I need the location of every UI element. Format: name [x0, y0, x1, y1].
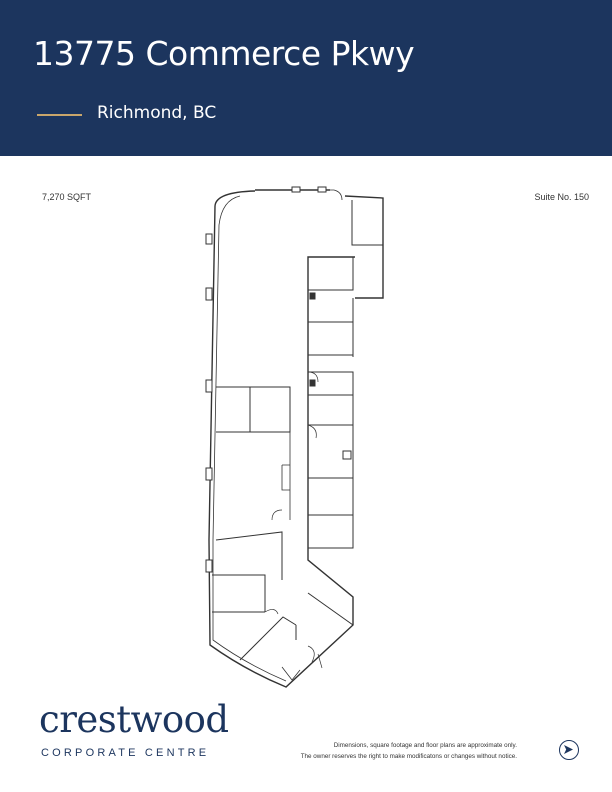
- exterior-wall-inner: [212, 195, 287, 682]
- bottom-entry: [281, 666, 301, 681]
- disclaimer: Dimensions, square footage and floor pla…: [301, 740, 517, 762]
- disclaimer-line-1: Dimensions, square footage and floor pla…: [333, 742, 517, 749]
- office-walls-top-right: [308, 200, 383, 357]
- bottom-diagonal-walls: [239, 592, 354, 661]
- brand-logo: crestwood: [39, 698, 229, 741]
- square-footage-label: 7,270 SQFT: [42, 192, 92, 202]
- office-walls-middle-right: [308, 371, 354, 549]
- floor-plan-drawing: [205, 186, 384, 688]
- next-page-button[interactable]: [559, 740, 579, 760]
- header-banner: 13775 Commerce Pkwy Richmond, BC: [0, 0, 612, 156]
- floor-plan: [200, 180, 400, 690]
- page-title: 13775 Commerce Pkwy: [33, 34, 415, 73]
- location-subtitle: Richmond, BC: [97, 103, 217, 123]
- door-swings: [264, 371, 323, 669]
- office-walls-left: [212, 386, 291, 613]
- accent-divider: [37, 114, 82, 116]
- suite-number-label: Suite No. 150: [534, 192, 589, 202]
- arrow-right-circle-icon: [564, 745, 573, 754]
- entry-door: [330, 189, 343, 201]
- left-interior-walls: [281, 432, 291, 520]
- disclaimer-line-2: The owner reserves the right to make mod…: [300, 753, 517, 760]
- brand-tagline: CORPORATE CENTRE: [41, 747, 210, 759]
